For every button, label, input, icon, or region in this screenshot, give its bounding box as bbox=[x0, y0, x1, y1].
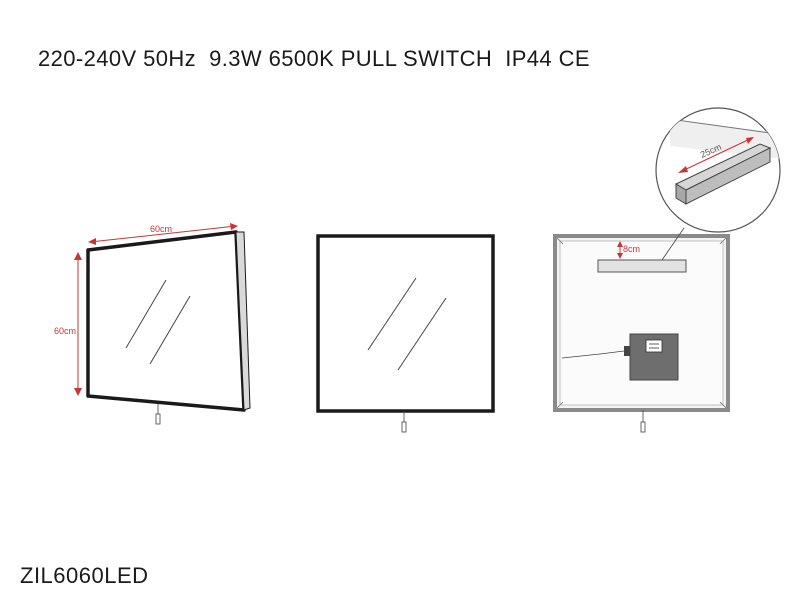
bracket-front-face bbox=[685, 147, 771, 205]
arrow-head bbox=[746, 137, 754, 144]
mirror-front-view bbox=[316, 234, 495, 433]
arrow-head bbox=[678, 166, 688, 173]
arrow-head bbox=[617, 253, 623, 259]
arrow-head bbox=[617, 241, 623, 247]
pull-switch-handle bbox=[401, 421, 407, 433]
bracket-detail-callout: 25cm bbox=[655, 107, 781, 233]
detail-leader-line bbox=[661, 227, 685, 261]
glass-reflection-line bbox=[367, 277, 417, 351]
mirror-edge-depth bbox=[235, 231, 251, 411]
mirror-frame bbox=[86, 230, 246, 412]
driver-label-plate bbox=[645, 339, 663, 353]
pull-switch-handle bbox=[640, 421, 646, 433]
mirror-rear-view: 8cm bbox=[553, 227, 730, 433]
power-cable bbox=[561, 350, 625, 359]
corner-bevel bbox=[719, 235, 729, 245]
driver-connector bbox=[624, 346, 630, 356]
corner-bevel bbox=[719, 401, 729, 411]
strip-offset-label: 8cm bbox=[623, 244, 640, 254]
glass-reflection-line bbox=[149, 295, 191, 365]
corner-bevel bbox=[554, 235, 564, 245]
width-label: 60cm bbox=[150, 224, 172, 234]
pull-switch-handle bbox=[155, 413, 161, 425]
arrow-head bbox=[230, 223, 238, 230]
mirror-frame bbox=[316, 234, 495, 413]
mounting-bracket bbox=[597, 259, 687, 273]
mirror-perspective-view: 60cm 60cm bbox=[54, 223, 251, 425]
spec-line: 220-240V 50Hz 9.3W 6500K PULL SWITCH IP4… bbox=[38, 46, 590, 71]
model-code: ZIL6060LED bbox=[20, 563, 149, 588]
arrow-head bbox=[74, 388, 82, 396]
bracket-length-dimension-line bbox=[679, 137, 753, 173]
glass-reflection-line bbox=[397, 297, 447, 371]
glass-reflection-line bbox=[125, 279, 167, 349]
arrow-head bbox=[88, 238, 96, 245]
corner-bevel bbox=[554, 401, 564, 411]
width-dimension-line bbox=[89, 225, 237, 243]
height-label: 60cm bbox=[54, 326, 76, 336]
arrow-head bbox=[74, 252, 82, 260]
